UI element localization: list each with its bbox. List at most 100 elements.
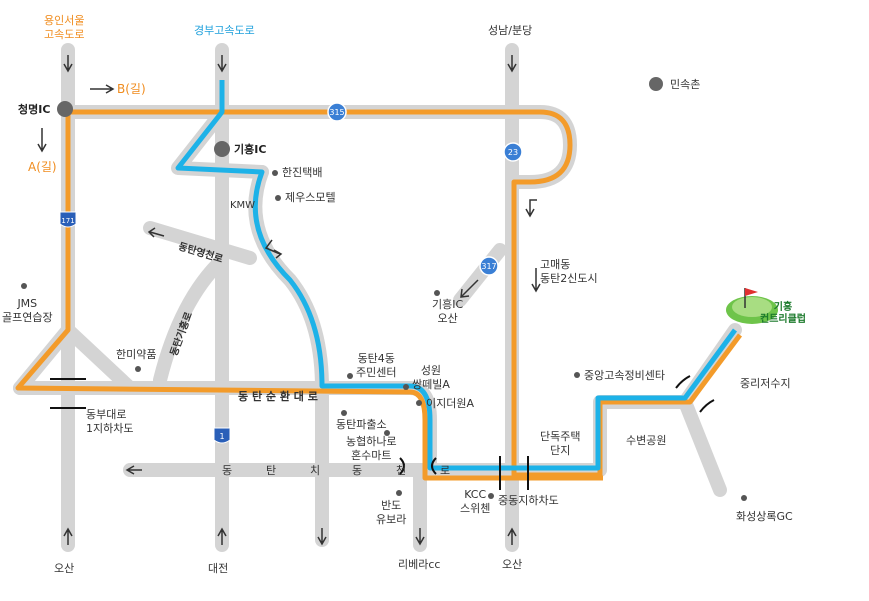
label-line: 기흥IC [432, 298, 464, 311]
poi-dot [416, 400, 422, 406]
poi-dot [574, 372, 580, 378]
label-jms: JMS 골프연습장 [2, 297, 53, 325]
arrow-down-icon [531, 268, 541, 293]
label-line: 반도 [381, 499, 402, 512]
arrow-down-icon [63, 55, 73, 73]
label-hwaseong-gc: 화성상록GC [736, 510, 793, 523]
arrow-right-icon [90, 84, 115, 94]
label-line: 단지 [550, 444, 571, 457]
route-b-line [68, 109, 743, 478]
arrow-down-icon [415, 528, 425, 546]
label-seongwon: 성원 쌍떼빌A [412, 364, 450, 392]
road-hwaseong [678, 395, 727, 497]
arrow-up-icon [217, 527, 227, 545]
label-giheung-ic-osan: 기흥IC 오산 [432, 298, 463, 326]
label-line: 골프연습장 [2, 311, 53, 324]
poi-dots [21, 77, 747, 501]
label-seongnam: 성남/분당 [488, 24, 533, 37]
label-chiro-char: 치 [310, 464, 321, 477]
poi-dot [347, 373, 353, 379]
shield-171: 171 [59, 211, 77, 228]
poi-dot [275, 195, 281, 201]
poi-dot [741, 495, 747, 501]
route-a-line [15, 112, 603, 481]
poi-dot [396, 490, 402, 496]
label-line: 기흥 [773, 302, 793, 313]
poi-dot [21, 283, 27, 289]
road-giheung [248, 165, 329, 547]
label-line: 고속도로 [44, 28, 85, 41]
label-line: 컨트리클럽 [760, 314, 806, 325]
poi-dot [135, 366, 141, 372]
route-blue-line [175, 80, 738, 471]
label-line: 유보라 [376, 513, 407, 526]
label-hanjin: 한진택배 [282, 166, 323, 179]
arrow-left-icon [125, 465, 142, 475]
label-b-road: B(길) [117, 82, 146, 96]
poi-dot [272, 170, 278, 176]
marker-bracket [399, 457, 405, 475]
route-shields: 315 23 317 171 1 [59, 102, 523, 444]
arrow-up-icon [63, 527, 73, 545]
label-kmw: KMW [230, 200, 256, 211]
shield-1: 1 [213, 427, 231, 444]
shield-label: 315 [329, 108, 344, 117]
label-line: 고매동 [540, 258, 571, 271]
arrow-turn-icon [264, 239, 283, 259]
label-dongtan4: 동탄4동 주민센터 [356, 352, 396, 380]
label-osan-right: 오산 [502, 558, 523, 571]
shield-label: 23 [508, 148, 518, 157]
label-line: 단독주택 [540, 430, 581, 443]
label-jeju-motel: 제우스모텔 [285, 191, 336, 204]
shield-label: 317 [481, 262, 496, 271]
ic-dot [57, 101, 73, 117]
label-gyeongbu: 경부고속도로 [194, 24, 255, 37]
shield-23: 23 [503, 142, 523, 162]
poi-dot [341, 410, 347, 416]
poi-dot [488, 493, 494, 499]
label-line: 쌍떼빌A [412, 378, 450, 391]
label-line: 스위첸 [460, 502, 491, 515]
shield-label: 1 [219, 432, 224, 441]
label-sunhwan-ro: 동 탄 순 환 대 로 [238, 390, 318, 403]
arrow-diag-icon [460, 279, 479, 298]
arrows [37, 55, 541, 546]
road-dongtan-giheung [153, 253, 229, 387]
label-ijidwon: 이지더원A [426, 397, 475, 410]
shield-317: 317 [479, 256, 499, 276]
marker-bracket [699, 399, 715, 413]
label-line: 주민센터 [356, 366, 397, 379]
label-bando: 반도 유보라 [376, 499, 406, 527]
arrow-turn-icon [525, 199, 537, 218]
shield-label: 171 [61, 217, 74, 225]
label-chiro-char: 천 [396, 464, 407, 477]
label-line: 오산 [437, 312, 458, 325]
arrow-left-icon [147, 227, 165, 238]
label-jungang-service: 중앙고속정비센타 [584, 369, 665, 382]
poi-dot [434, 290, 440, 296]
label-chiro-char: 로 [440, 464, 451, 477]
label-dongtan-police: 동탄파출소 [336, 418, 387, 431]
label-nonghyup: 농협하나로 혼수마트 [346, 435, 397, 463]
label-line: 동탄4동 [357, 352, 395, 365]
marker-bracket [675, 375, 691, 389]
poi-dot [384, 430, 390, 436]
road-yeongcheon [143, 221, 257, 265]
label-yongin-seoul: 용인서울 고속도로 [44, 14, 84, 42]
label-line: 용인서울 [44, 14, 85, 27]
golf-flag-icon [726, 288, 778, 324]
poi-dot [403, 384, 409, 390]
arrow-up-icon [507, 527, 517, 545]
label-line: 동탄2신도시 [540, 272, 598, 285]
label-giheung-ic: 기흥IC [234, 143, 267, 156]
poi-dot [649, 77, 663, 91]
label-line: 동부대로 [86, 408, 127, 421]
marker-bracket [431, 457, 437, 475]
label-dongbu-underpass: 동부대로 1지하차도 [86, 408, 133, 436]
shield-315: 315 [327, 102, 347, 122]
label-line: 혼수마트 [351, 449, 392, 462]
label-line: 1지하차도 [86, 422, 134, 435]
label-chiro-char: 동 [222, 464, 233, 477]
arrow-down-icon [507, 55, 517, 73]
